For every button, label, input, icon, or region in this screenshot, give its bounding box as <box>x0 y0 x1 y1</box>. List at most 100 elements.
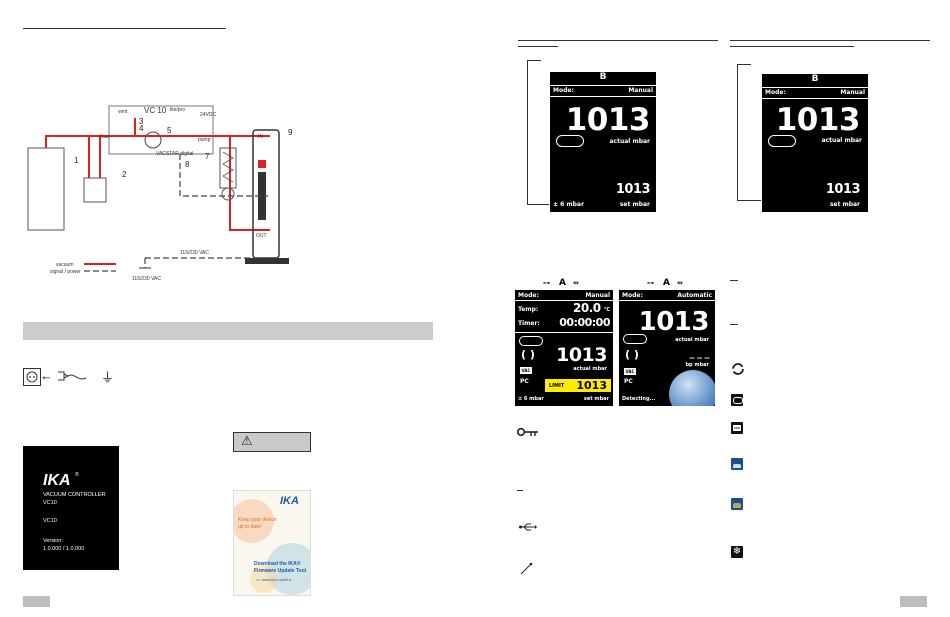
legend-signal: signal / power <box>50 269 81 275</box>
flask-brown-icon <box>731 498 743 510</box>
startup-version-label: Version: <box>43 538 63 544</box>
screen-d-detecting: Detecting... <box>622 396 656 402</box>
startup-screen: IKA ® VACUUM CONTROLLER VC10 VC10 Versio… <box>23 446 119 570</box>
label-vent: vent <box>118 109 128 115</box>
callout-5: 5 <box>167 126 172 135</box>
label-pump: pump <box>198 137 211 143</box>
screen-a-actual-label: actual mbar <box>609 138 651 145</box>
screen-d-actual-label: actual mbar <box>675 337 709 343</box>
bracket-b-top <box>737 64 751 65</box>
label-in: IN <box>258 134 263 140</box>
screen-a-set-label: set mbar <box>619 201 650 208</box>
screen-a-sensor-icon <box>556 135 584 147</box>
screen-c-divider2 <box>515 332 613 333</box>
screen-c-divider <box>515 300 613 301</box>
screen-d-mode-value: Automatic <box>677 292 712 299</box>
right-heading-rule-b <box>730 40 930 41</box>
screen-c-mode-value: Manual <box>585 292 610 299</box>
screen-c-limit-value: 1013 <box>576 379 607 392</box>
screen-b-mode-value: Manual <box>840 89 865 96</box>
left-heading-rule <box>23 28 226 29</box>
screen-a-set-value: 1013 <box>615 182 651 197</box>
screen-c-usb-icon: ⇹ <box>573 279 579 287</box>
flyer-link[interactable]: >> www.ika.com/fut <box>256 577 291 582</box>
key-icon <box>516 424 539 442</box>
short-dash-left <box>517 490 523 491</box>
screen-d-bp-value: _ _ _ <box>689 348 710 359</box>
callout-8: 8 <box>185 160 190 169</box>
flyer-line2: up to date! <box>238 524 262 530</box>
right-heading-rule-b2 <box>730 46 854 47</box>
screen-b-sensor-icon <box>768 135 796 147</box>
screen-c-pc: PC <box>520 378 529 385</box>
screen-d-usb-icon: ⇹ <box>677 279 683 287</box>
callout-7: 7 <box>205 152 210 161</box>
sensor-icon <box>731 394 743 406</box>
ground-icon: ⏚ <box>101 370 115 385</box>
flyer-logo: IKA <box>280 495 299 507</box>
bracket-b-vertical <box>737 64 738 200</box>
screen-b-header: B <box>762 74 868 88</box>
socket-icon <box>23 368 41 386</box>
screen-c-temp-value: 20.0 <box>573 301 601 315</box>
screen-c-temp-label: Temp: <box>518 306 539 313</box>
vc10-suffix: lite/pro <box>170 107 186 113</box>
bracket-b-bottom <box>737 200 761 201</box>
vac-icon-label: VAC <box>733 425 741 431</box>
screen-b-actual-value: 1013 <box>775 102 861 138</box>
screen-c-timer-label: Timer: <box>518 320 540 327</box>
screen-a-actual-value: 1013 <box>565 102 651 138</box>
screen-d-bp-label: bp mbar <box>685 362 709 368</box>
screen-a-hyst: ± 6 mbar <box>553 201 584 208</box>
screen-c-set-label: set mbar <box>583 396 609 402</box>
diagram-drawing <box>27 105 289 272</box>
flyer-line3: Download the IKA® <box>254 561 301 567</box>
display-screen-b: B Mode: Manual 1013 actual mbar 1013 set… <box>762 74 868 212</box>
firmware-flyer: IKA Keep your device up to date! Downloa… <box>233 490 311 596</box>
label-mains-bottom: 115/230 VAC <box>132 276 162 282</box>
screen-a-divider <box>550 96 656 97</box>
display-screen-c: ⊶ A ⇹ Mode: Manual Temp: 20.0 °C Timer: … <box>515 278 613 406</box>
screen-c-key-icon: ⊶ <box>543 279 550 287</box>
screen-c-temp-unit: °C <box>603 307 610 313</box>
display-screen-a: B Mode: Manual 1013 actual mbar 1013 ± 6… <box>550 72 656 212</box>
screen-c-limit-bar: LIMIT 1013 <box>545 379 611 392</box>
plug-icon <box>56 368 88 389</box>
screen-c-sensor-icon <box>519 336 543 346</box>
screen-d-cycle-icon: ( ) <box>625 348 639 361</box>
flyer-line4: Firmware Update Tool <box>254 568 307 574</box>
screen-d-actual-value: 1013 <box>638 307 710 337</box>
warning-box: ⚠ <box>233 432 311 452</box>
screen-c-limit-label: LIMIT <box>549 383 565 389</box>
legend-vacuum: vacuum <box>56 262 74 268</box>
callout-4: 4 <box>139 124 144 133</box>
screen-c-actual-label: actual mbar <box>573 366 607 372</box>
label-vacstar: VACSTAR digital <box>156 151 194 157</box>
ika-logo: IKA <box>43 472 71 489</box>
snowflake-icon: ❄ <box>731 546 743 558</box>
screen-d-divider <box>619 300 715 301</box>
screen-d-mode-label: Mode: <box>622 292 643 299</box>
screen-b-divider <box>762 98 868 99</box>
vac-icon: VAC <box>731 422 743 434</box>
right-heading-rule-a <box>518 40 718 41</box>
display-screen-d: ⊶ A ⇹ Mode: Automatic 1013 actual mbar (… <box>619 278 715 406</box>
screen-d-pc: PC <box>624 378 633 385</box>
short-dash-b <box>730 324 738 325</box>
screen-c-cycle-icon: ( ) <box>521 348 535 361</box>
screen-c-hyst: ± 6 mbar <box>518 396 544 402</box>
screen-b-mode-label: Mode: <box>765 89 786 96</box>
screen-d-header: A <box>663 278 670 288</box>
callout-9: 9 <box>288 128 293 137</box>
startup-version-value: 1.0.000 / 1.0.000 <box>43 546 85 552</box>
screen-c-statusbar: ⊶ A ⇹ <box>515 278 613 290</box>
temperature-probe-icon <box>519 562 533 581</box>
screen-c-timer-value: 00:00:00 <box>559 316 610 329</box>
short-dash-a <box>730 280 738 281</box>
label-24vdc: 24VDC <box>200 112 217 118</box>
flyer-pattern <box>234 499 310 595</box>
screen-d-flask-graphic <box>669 370 715 406</box>
label-mains-top: 115/230 VAC <box>180 250 210 256</box>
section-bar <box>23 322 433 340</box>
startup-model2: VC10 <box>43 518 57 524</box>
